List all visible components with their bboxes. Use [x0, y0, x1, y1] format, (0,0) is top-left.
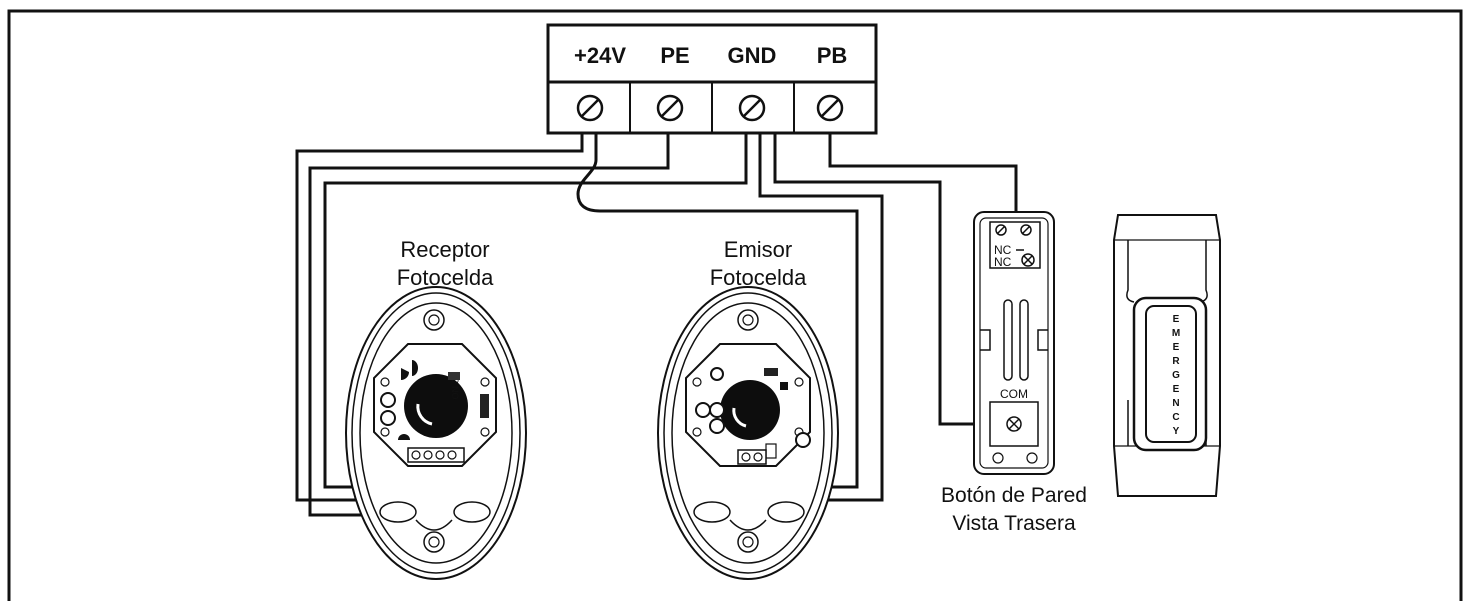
emergency-letter: R — [1172, 356, 1180, 367]
terminal-label-pb: PB — [817, 43, 848, 68]
emergency-letter: E — [1173, 314, 1180, 325]
emergency-letter: E — [1173, 384, 1180, 395]
terminal-label-pe: PE — [660, 43, 689, 68]
wall-button-caption-line1: Botón de Pared — [941, 484, 1087, 507]
wire-gnd-button-com — [773, 134, 1014, 426]
mounting-hole-icon — [737, 531, 759, 553]
receiver-title-line1: Receptor — [400, 237, 489, 262]
nc-screw-icon — [1021, 253, 1035, 267]
nc-screw-icon — [995, 224, 1007, 236]
terminal-block: +24V PE GND PB — [546, 23, 878, 135]
receiver-title-line2: Fotocelda — [397, 265, 494, 290]
mounting-hole-icon — [423, 531, 445, 553]
diagram-frame — [7, 9, 1463, 601]
wall-button-rear: NC NC COM Botón de Pared Vista Trasera — [941, 211, 1087, 535]
wall-button-caption-line2: Vista Trasera — [952, 512, 1076, 535]
terminal-screw-icon — [738, 94, 766, 122]
terminal-label-gnd: GND — [728, 43, 777, 68]
terminal-screw-icon — [656, 94, 684, 122]
emergency-button-front: E M E R G E N C Y — [1113, 214, 1221, 497]
emergency-letter: E — [1173, 342, 1180, 353]
emitter-lens — [720, 380, 780, 440]
receiver-board-mark: 1C NO — [450, 372, 460, 400]
mounting-hole-icon — [423, 309, 445, 331]
terminal-screw-icon — [576, 94, 604, 122]
nc-label-top: NC — [994, 243, 1012, 257]
com-label: COM — [1000, 387, 1028, 401]
terminal-screw-icon — [816, 94, 844, 122]
nc-label-bottom: NC — [994, 255, 1012, 269]
emitter-title-line2: Fotocelda — [710, 265, 807, 290]
emergency-letter: G — [1172, 370, 1180, 381]
receiver-photocell: Receptor Fotocelda 1C NO — [345, 237, 527, 580]
terminal-label-24v: +24V — [574, 43, 626, 68]
receiver-lens — [404, 374, 468, 438]
emergency-letter: N — [1172, 398, 1179, 409]
emergency-letter: M — [1172, 328, 1180, 339]
emergency-letter: C — [1172, 412, 1179, 423]
emergency-letter: Y — [1173, 426, 1180, 437]
emitter-photocell: Emisor Fotocelda — [657, 237, 839, 580]
com-screw-icon — [1006, 416, 1022, 432]
emitter-title-line1: Emisor — [724, 237, 792, 262]
mounting-hole-icon — [737, 309, 759, 331]
nc-screw-icon — [1020, 224, 1032, 236]
